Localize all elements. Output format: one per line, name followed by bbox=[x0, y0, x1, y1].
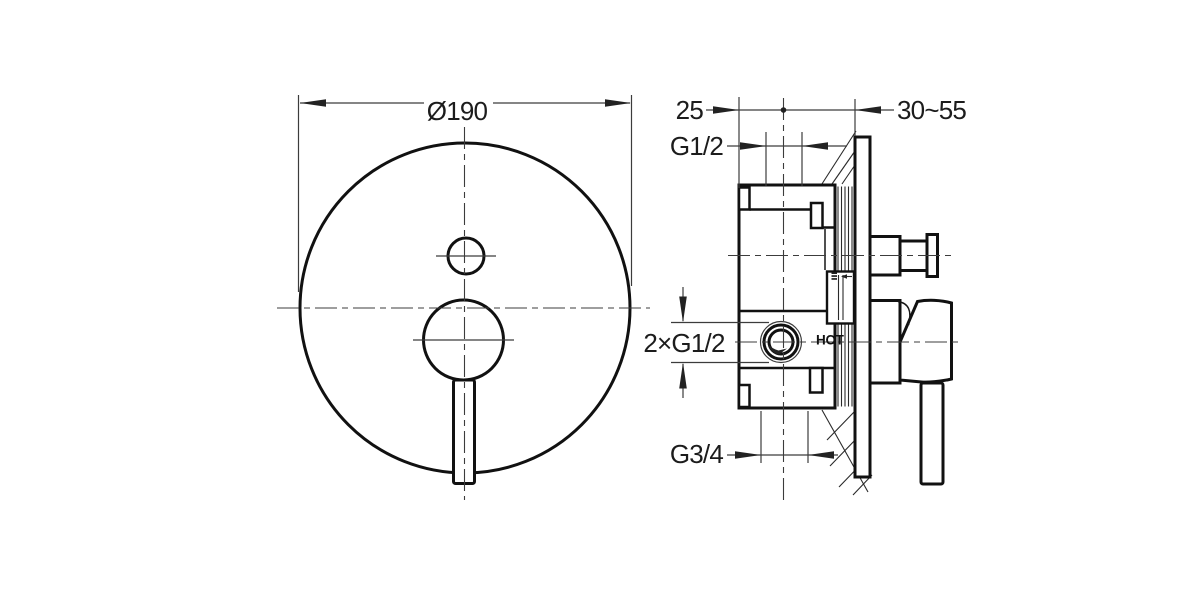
top-outlet-dimension: G1/2 bbox=[670, 131, 847, 186]
depth-dimension: 25 30~55 bbox=[676, 95, 967, 188]
dim-arrow-right-icon bbox=[713, 106, 739, 114]
center-dot-mark bbox=[780, 107, 787, 113]
hot-marking-label: HOT bbox=[816, 333, 845, 348]
front-view: Ø190 bbox=[277, 95, 650, 500]
handle-head-curve bbox=[897, 300, 911, 326]
dim-arrow-right-icon bbox=[605, 99, 631, 107]
cartridge-housing bbox=[825, 270, 856, 325]
dim-arrow-left-icon bbox=[808, 451, 834, 459]
bottom-outlet-dimension-label: G3/4 bbox=[670, 439, 724, 469]
wall-depth-dimension-label: 30~55 bbox=[897, 95, 966, 125]
inlets-dimension-label: 2×G1/2 bbox=[643, 328, 725, 358]
dim-arrow-left-icon bbox=[300, 99, 326, 107]
mounting-lug-top bbox=[737, 186, 751, 211]
dim-arrow-down-icon bbox=[679, 296, 687, 323]
offset-dimension-label: 25 bbox=[676, 95, 704, 125]
bottom-outlet-dimension: G3/4 bbox=[670, 411, 838, 469]
handle-head bbox=[898, 298, 953, 384]
front-view-centerlines bbox=[277, 127, 650, 500]
valve-body bbox=[737, 183, 837, 410]
dim-arrow-right-icon bbox=[740, 142, 766, 150]
dim-arrow-left-icon bbox=[802, 142, 828, 150]
mounting-lug-bottom bbox=[737, 383, 751, 409]
wall-hatch-top bbox=[819, 130, 857, 188]
handle-grip bbox=[919, 381, 945, 486]
diameter-dimension: Ø190 bbox=[297, 95, 633, 292]
valve-orientation-wedge bbox=[768, 344, 787, 355]
inlets-dimension: 2×G1/2 bbox=[643, 287, 769, 398]
side-view: 25 30~55 G1/2 2×G1/2 bbox=[643, 95, 967, 500]
dim-arrow-right-icon bbox=[735, 451, 761, 459]
top-outlet-dimension-label: G1/2 bbox=[670, 131, 724, 161]
top-port-boss bbox=[809, 201, 824, 230]
wall-plate bbox=[853, 135, 872, 479]
temperature-limiter-icon bbox=[831, 272, 852, 280]
bottom-port-boss bbox=[808, 366, 824, 394]
dim-arrow-up-icon bbox=[679, 362, 687, 389]
shower-handle bbox=[868, 298, 953, 486]
dim-arrow-left-icon bbox=[855, 106, 881, 114]
side-view-centerlines bbox=[728, 98, 963, 500]
diameter-dimension-label: Ø190 bbox=[427, 96, 488, 126]
